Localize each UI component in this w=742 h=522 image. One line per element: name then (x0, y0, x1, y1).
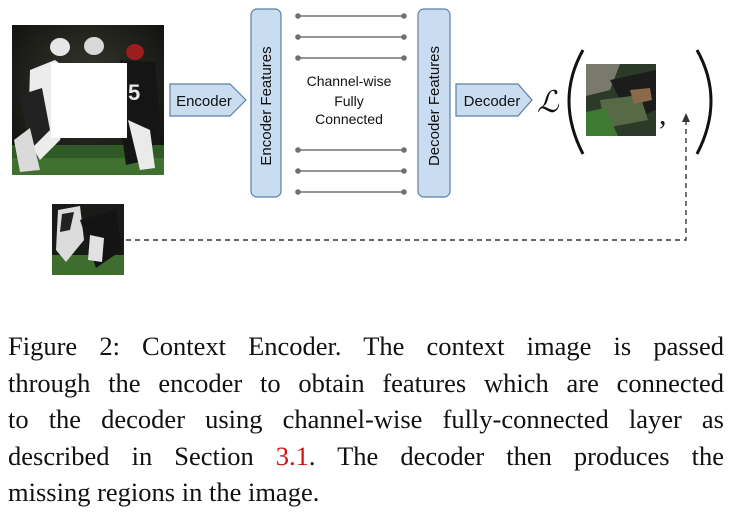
channel-wise-line-1: Channel-wise (307, 73, 392, 89)
encoder-label: Encoder (176, 93, 232, 110)
caption-line-2: through the encoder to obtain features w… (8, 367, 724, 398)
loss-expression: ℒ , (537, 49, 713, 155)
decoder-block: Decoder (455, 83, 533, 117)
left-paren (567, 49, 585, 155)
section-reference-link[interactable]: 3.1 (275, 440, 309, 471)
connector-arrowhead (682, 113, 690, 122)
channel-wise-connections (295, 13, 407, 195)
caption-line-3: to the decoder using channel-wise fully-… (8, 404, 724, 434)
channel-wise-line-2: Fully (334, 93, 364, 109)
input-image: 5 (12, 25, 164, 175)
caption-line-4: described in Section 3.1. The decoder th… (8, 438, 724, 475)
decoder-features-block: Decoder Features (417, 8, 451, 198)
channel-wise-line-3: Connected (315, 111, 383, 127)
masked-region (51, 63, 127, 138)
caption-line-5: missing regions in the image. (8, 477, 320, 507)
context-encoder-figure: 5 Encoder Encoder Features Channel-wise … (12, 8, 713, 275)
decoder-label: Decoder (464, 93, 521, 110)
ground-truth-connector (126, 120, 687, 241)
encoder-block: Encoder (169, 83, 247, 117)
loss-symbol: ℒ (537, 86, 560, 119)
ground-truth-patch (52, 204, 124, 275)
right-paren (695, 49, 713, 155)
channel-wise-label: Channel-wise Fully Connected (307, 73, 392, 127)
caption-line-4-start: described in Section (8, 440, 276, 471)
figure-caption: Figure 2: Context Encoder. The context i… (8, 328, 724, 511)
caption-line-1: Figure 2: Context Encoder. The context i… (8, 331, 724, 361)
predicted-patch (586, 64, 656, 136)
caption-line-4-end: . The decoder then produces the (308, 440, 724, 471)
encoder-features-block: Encoder Features (250, 8, 282, 198)
encoder-features-label: Encoder Features (258, 46, 275, 165)
decoder-features-label: Decoder Features (426, 46, 443, 166)
loss-comma: , (659, 98, 667, 131)
svg-text:5: 5 (128, 80, 140, 105)
